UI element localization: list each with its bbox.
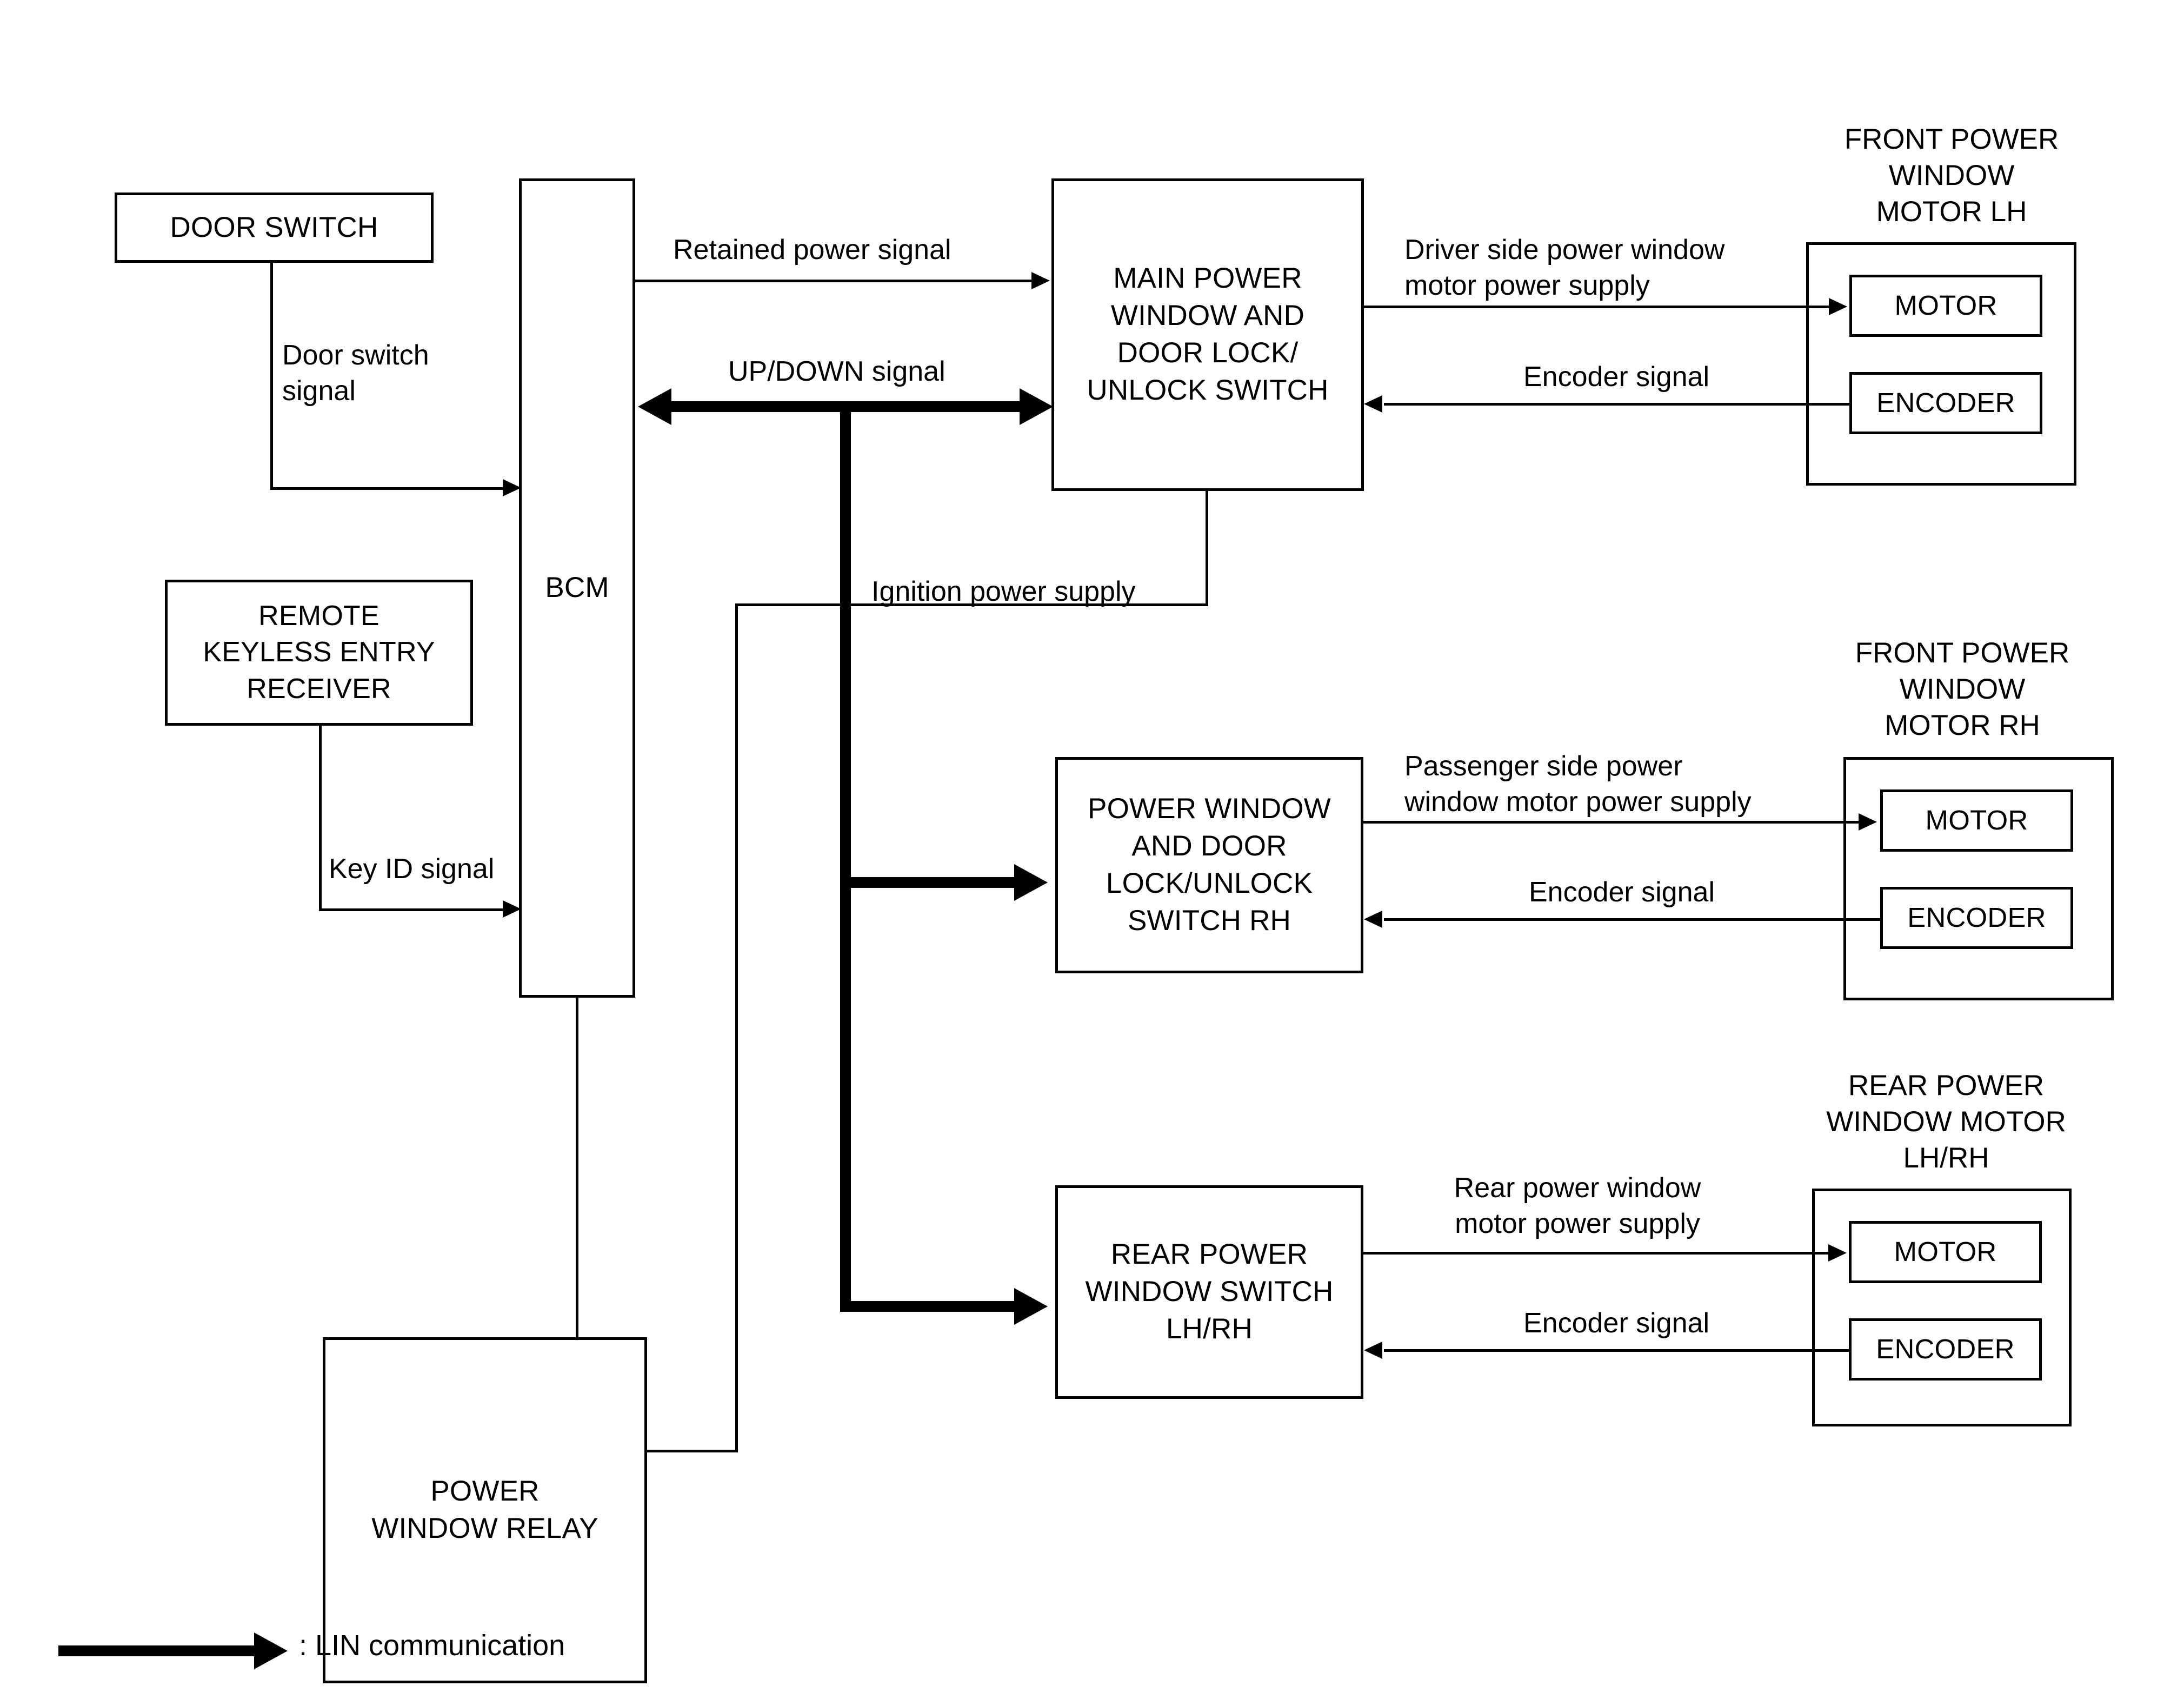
label-encoder-signal-front-rh: Encoder signal: [1529, 877, 1715, 908]
label-up-down-signal: UP/DOWN signal: [728, 356, 945, 387]
arrowhead-door-switch-to-bcm: [503, 479, 521, 496]
block-encoder-front-rh[interactable]: ENCODER: [1880, 887, 2073, 949]
arrowhead-retained-power-signal: [1031, 272, 1050, 289]
block-power-window-switch-rh[interactable]: POWER WINDOW AND DOOR LOCK/UNLOCK SWITCH…: [1055, 757, 1363, 973]
caption-rear-power-window-motor: REAR POWER WINDOW MOTOR LH/RH: [1826, 1070, 2066, 1174]
block-encoder-rear-label: ENCODER: [1876, 1333, 2015, 1365]
label-encoder-signal-rear: Encoder signal: [1523, 1308, 1709, 1339]
lin-bus-to-rear-switch: [840, 1301, 1018, 1312]
wire-passenger-side-motor-power-supply: [1363, 821, 1860, 824]
legend-lin-arrow-shaft: [58, 1645, 258, 1656]
block-power-window-relay[interactable]: POWER WINDOW RELAY: [323, 1337, 647, 1683]
block-main-power-window-switch[interactable]: MAIN POWER WINDOW AND DOOR LOCK/ UNLOCK …: [1051, 178, 1364, 491]
arrowhead-encoder-signal-front-lh: [1364, 395, 1382, 413]
label-door-switch-signal: Door switch signal: [282, 340, 429, 407]
block-motor-front-lh[interactable]: MOTOR: [1849, 275, 2042, 337]
block-motor-front-lh-label: MOTOR: [1894, 290, 1997, 321]
wire-key-id-horizontal: [319, 908, 504, 911]
wire-ignition-horizontal-bottom: [644, 1450, 738, 1452]
block-rear-power-window-switch[interactable]: REAR POWER WINDOW SWITCH LH/RH: [1055, 1185, 1363, 1399]
lin-bus-to-switch-rh: [840, 877, 1018, 888]
label-key-id-signal: Key ID signal: [329, 853, 495, 885]
block-motor-rear-label: MOTOR: [1894, 1236, 1997, 1267]
block-bcm[interactable]: BCM: [519, 178, 635, 998]
block-encoder-front-lh[interactable]: ENCODER: [1849, 372, 2042, 434]
arrowhead-rear-motor-power-supply: [1828, 1244, 1847, 1262]
block-main-power-window-switch-label: MAIN POWER WINDOW AND DOOR LOCK/ UNLOCK …: [1087, 262, 1329, 406]
lin-arrowhead-to-bcm: [638, 388, 671, 425]
lin-bus-trunk-vertical: [840, 401, 851, 1306]
wire-rear-motor-power-supply: [1363, 1252, 1829, 1255]
block-encoder-front-lh-label: ENCODER: [1876, 387, 2015, 419]
label-passenger-side-motor-power-supply: Passenger side power window motor power …: [1404, 751, 1752, 818]
wire-ignition-from-main-switch: [1206, 491, 1208, 606]
block-encoder-front-rh-label: ENCODER: [1907, 902, 2046, 933]
lin-arrowhead-to-rear-switch: [1014, 1288, 1048, 1325]
label-driver-side-motor-power-supply: Driver side power window motor power sup…: [1404, 234, 1725, 301]
label-retained-power-signal: Retained power signal: [673, 234, 951, 266]
block-rear-power-window-switch-label: REAR POWER WINDOW SWITCH LH/RH: [1085, 1238, 1334, 1345]
block-motor-front-rh[interactable]: MOTOR: [1880, 789, 2073, 852]
caption-front-power-window-motor-lh: FRONT POWER WINDOW MOTOR LH: [1844, 123, 2059, 228]
legend-lin-communication-label: : LIN communication: [299, 1629, 565, 1662]
wire-bcm-to-relay: [576, 998, 578, 1338]
wire-door-switch-horizontal: [270, 487, 504, 490]
block-power-window-switch-rh-label: POWER WINDOW AND DOOR LOCK/UNLOCK SWITCH…: [1088, 793, 1331, 937]
lin-arrowhead-to-switch-rh: [1014, 864, 1048, 901]
legend-lin-arrowhead: [254, 1632, 288, 1669]
block-remote-keyless-entry-receiver[interactable]: REMOTE KEYLESS ENTRY RECEIVER: [165, 580, 473, 726]
arrowhead-passenger-side-motor-power-supply: [1859, 813, 1877, 831]
block-power-window-relay-label: POWER WINDOW RELAY: [371, 1475, 598, 1544]
block-motor-rear[interactable]: MOTOR: [1849, 1221, 2042, 1283]
wire-encoder-signal-rear: [1384, 1349, 1852, 1352]
block-encoder-rear[interactable]: ENCODER: [1849, 1318, 2042, 1381]
wire-retained-power-signal: [635, 280, 1033, 282]
arrowhead-encoder-signal-rear: [1364, 1342, 1382, 1359]
arrowhead-encoder-signal-front-rh: [1364, 911, 1382, 928]
block-door-switch[interactable]: DOOR SWITCH: [115, 193, 434, 263]
wire-ignition-vertical-down: [735, 603, 738, 1452]
wire-key-id-vertical: [319, 726, 322, 911]
block-remote-keyless-entry-receiver-label: REMOTE KEYLESS ENTRY RECEIVER: [203, 600, 435, 705]
block-door-switch-label: DOOR SWITCH: [170, 211, 378, 243]
wire-encoder-signal-front-rh: [1384, 918, 1881, 921]
caption-front-power-window-motor-rh: FRONT POWER WINDOW MOTOR RH: [1855, 637, 2070, 741]
wire-ignition-horizontal-top: [735, 603, 1208, 606]
block-bcm-label: BCM: [545, 572, 609, 604]
arrowhead-driver-side-motor-power-supply: [1829, 298, 1847, 315]
wire-encoder-signal-front-lh: [1384, 403, 1852, 406]
arrowhead-key-id-to-bcm: [503, 900, 521, 918]
label-encoder-signal-front-lh: Encoder signal: [1523, 361, 1709, 393]
label-rear-motor-power-supply: Rear power window motor power supply: [1454, 1172, 1701, 1239]
wire-driver-side-motor-power-supply: [1364, 306, 1830, 308]
label-ignition-power-supply: Ignition power supply: [871, 576, 1136, 607]
block-motor-front-rh-label: MOTOR: [1925, 805, 2028, 836]
wire-door-switch-vertical: [270, 263, 273, 490]
lin-arrowhead-to-main-switch: [1020, 388, 1053, 425]
